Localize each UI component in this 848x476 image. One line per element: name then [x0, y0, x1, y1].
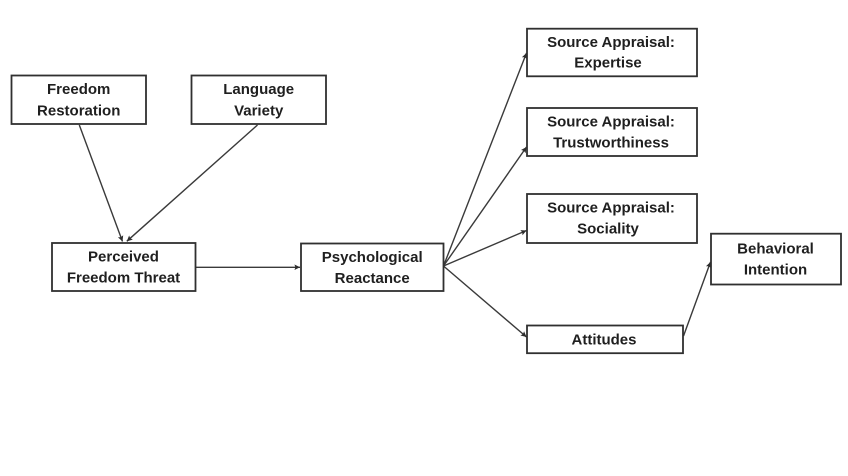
svg-text:Freedom Threat: Freedom Threat [67, 269, 180, 286]
svg-text:Intention: Intention [744, 261, 807, 278]
svg-text:Restoration: Restoration [37, 102, 120, 119]
svg-text:Expertise: Expertise [574, 54, 642, 71]
svg-text:Language: Language [223, 81, 294, 98]
svg-text:Psychological: Psychological [322, 249, 423, 266]
svg-text:Variety: Variety [234, 102, 284, 119]
svg-text:Source Appraisal:: Source Appraisal: [547, 34, 675, 51]
svg-text:Reactance: Reactance [335, 270, 410, 287]
svg-text:Freedom: Freedom [47, 81, 110, 98]
svg-text:Behavioral: Behavioral [737, 241, 814, 258]
svg-text:Source Appraisal:: Source Appraisal: [547, 114, 675, 131]
svg-text:Perceived: Perceived [88, 249, 159, 266]
svg-text:Trustworthiness: Trustworthiness [553, 134, 669, 151]
svg-text:Sociality: Sociality [577, 220, 639, 237]
svg-text:Source Appraisal:: Source Appraisal: [547, 200, 675, 217]
svg-text:Attitudes: Attitudes [572, 332, 637, 349]
